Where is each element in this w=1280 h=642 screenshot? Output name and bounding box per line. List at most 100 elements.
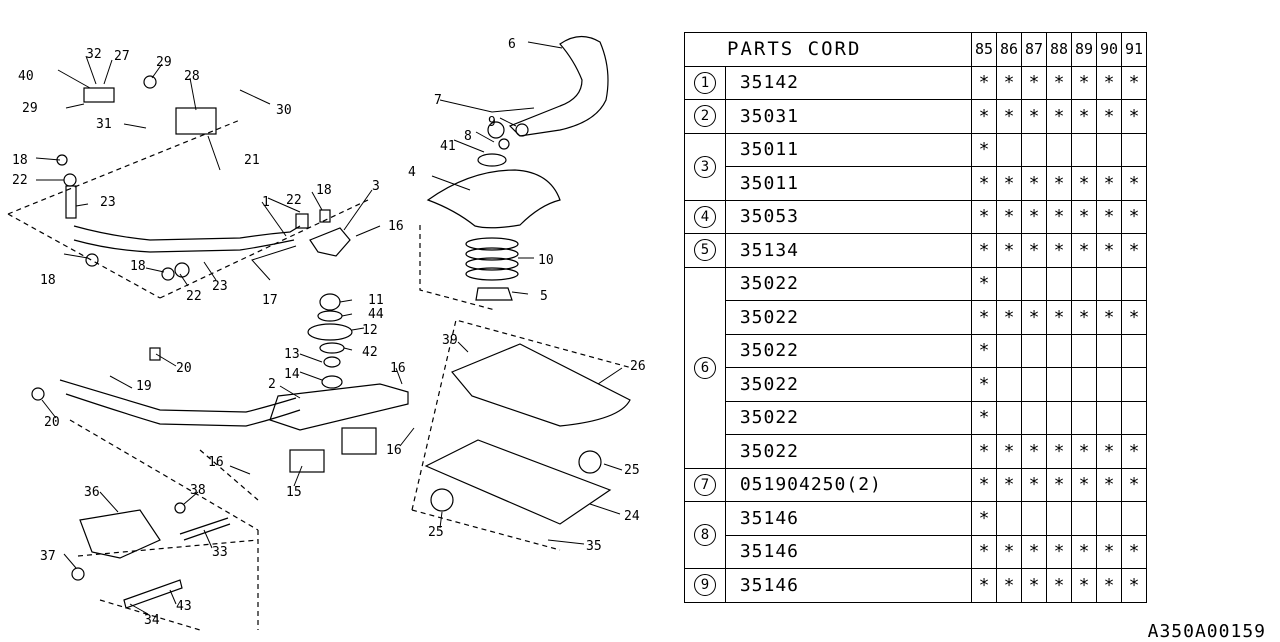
part-number: 35053 xyxy=(724,199,973,234)
ref-number: 8 xyxy=(693,524,716,546)
year-mark: * xyxy=(1071,534,1097,569)
year-mark xyxy=(1071,367,1097,402)
part-number: 051904250(2) xyxy=(724,467,973,502)
year-mark xyxy=(1096,400,1122,435)
ref-number-cell: 3 xyxy=(684,132,726,201)
year-mark: * xyxy=(971,467,997,502)
callout: 22 xyxy=(12,173,28,188)
year-header: 87 xyxy=(1021,32,1047,67)
year-mark xyxy=(1121,501,1147,536)
callout: 20 xyxy=(176,361,192,376)
callout: 23 xyxy=(100,195,116,210)
ref-number: 5 xyxy=(693,239,716,262)
part-number: 35031 xyxy=(724,99,973,134)
part-number: 35022 xyxy=(724,300,973,335)
year-mark: * xyxy=(1121,233,1147,268)
callout: 13 xyxy=(284,347,300,362)
year-mark: * xyxy=(1021,65,1047,100)
year-mark: * xyxy=(1046,568,1072,603)
callout: 30 xyxy=(276,103,292,118)
year-mark: * xyxy=(971,434,997,469)
ref-number-cell: 4 xyxy=(684,199,726,234)
callout: 16 xyxy=(386,443,402,458)
callout: 16 xyxy=(208,455,224,470)
year-mark xyxy=(1096,367,1122,402)
year-label: 91 xyxy=(1124,40,1144,59)
callout: 7 xyxy=(434,93,442,108)
callout: 17 xyxy=(262,293,278,308)
year-mark: * xyxy=(996,534,1022,569)
ref-number-cell: 2 xyxy=(684,99,726,134)
year-mark: * xyxy=(1096,467,1122,502)
year-mark xyxy=(1021,132,1047,167)
ref-number: 3 xyxy=(693,155,716,178)
part-number: 35022 xyxy=(724,400,973,435)
year-header: 90 xyxy=(1096,32,1122,67)
callout: 18 xyxy=(40,273,56,288)
year-mark: * xyxy=(971,501,997,536)
year-mark xyxy=(1071,333,1097,368)
year-label: 86 xyxy=(999,40,1019,59)
ref-number-cell: 1 xyxy=(684,65,726,100)
year-mark: * xyxy=(971,534,997,569)
year-mark: * xyxy=(1096,199,1122,234)
callout: 32 xyxy=(86,47,102,62)
table-row: 35011******* xyxy=(685,166,1147,201)
year-mark xyxy=(1046,367,1072,402)
ref-number: 4 xyxy=(693,205,716,228)
part-number: 35022 xyxy=(724,367,973,402)
year-mark: * xyxy=(1021,300,1047,335)
year-mark: * xyxy=(996,467,1022,502)
table-row: 35022******* xyxy=(685,434,1147,469)
boot xyxy=(426,169,561,229)
lower-rod xyxy=(59,379,297,413)
year-mark xyxy=(1021,333,1047,368)
year-mark: * xyxy=(996,99,1022,134)
year-mark: * xyxy=(996,300,1022,335)
year-mark xyxy=(996,333,1022,368)
year-mark: * xyxy=(1021,233,1047,268)
year-mark xyxy=(1071,132,1097,167)
year-mark: * xyxy=(1046,199,1072,234)
year-mark: * xyxy=(1046,300,1072,335)
year-mark xyxy=(1096,132,1122,167)
callout: 5 xyxy=(540,289,548,304)
year-mark: * xyxy=(1046,434,1072,469)
year-mark: * xyxy=(1021,467,1047,502)
part-number: 35022 xyxy=(724,434,973,469)
callout: 21 xyxy=(244,153,260,168)
callout: 35 xyxy=(586,539,602,554)
year-mark xyxy=(1021,501,1047,536)
year-mark xyxy=(996,367,1022,402)
year-mark: * xyxy=(1121,65,1147,100)
year-mark xyxy=(1121,400,1147,435)
year-mark: * xyxy=(971,65,997,100)
year-mark xyxy=(1046,400,1072,435)
ref-number: 6 xyxy=(693,356,716,379)
year-mark: * xyxy=(1046,65,1072,100)
year-mark: * xyxy=(1096,534,1122,569)
year-mark xyxy=(1071,400,1097,435)
year-mark xyxy=(1046,266,1072,301)
part-number: 35011 xyxy=(724,132,973,167)
callout: 16 xyxy=(388,219,404,234)
callout: 22 xyxy=(286,193,302,208)
spring xyxy=(465,237,519,281)
base-plate xyxy=(269,383,409,431)
callout: 39 xyxy=(442,333,458,348)
gasket-lower xyxy=(424,439,612,525)
year-mark xyxy=(1021,266,1047,301)
callout: 25 xyxy=(624,463,640,478)
year-mark xyxy=(1046,132,1072,167)
year-mark: * xyxy=(1046,467,1072,502)
year-mark: * xyxy=(996,199,1022,234)
year-mark: * xyxy=(1071,467,1097,502)
callout: 38 xyxy=(190,483,206,498)
year-mark xyxy=(1021,400,1047,435)
ref-number-cell: 7 xyxy=(684,467,726,502)
ref-number: 2 xyxy=(693,105,716,128)
callout: 29 xyxy=(22,101,38,116)
